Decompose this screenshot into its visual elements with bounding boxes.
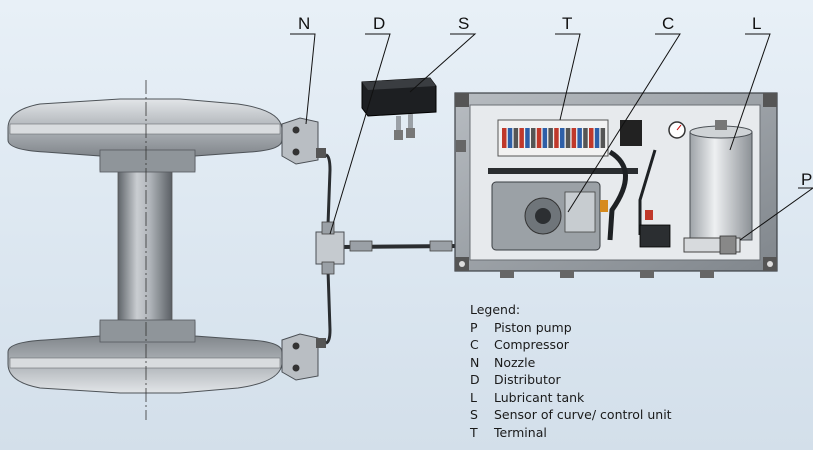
terminal-clamp xyxy=(554,128,559,148)
legend-key: S xyxy=(470,407,478,422)
legend-label: Compressor xyxy=(494,337,569,352)
internal-fittings xyxy=(456,120,671,248)
legend-label: Sensor of curve/ control unit xyxy=(494,407,672,422)
terminal-clamp xyxy=(536,128,542,148)
pressure-gauge xyxy=(668,121,686,139)
legend-label: Nozzle xyxy=(494,354,536,370)
terminal-clamp xyxy=(560,128,565,148)
legend-label: Distributor xyxy=(494,372,561,387)
terminal-clamp xyxy=(507,128,513,148)
terminal-clamp xyxy=(589,128,594,148)
nozzle-upper xyxy=(281,117,326,165)
callout-t: T xyxy=(562,14,573,33)
callout-p: P xyxy=(801,170,813,189)
compressor xyxy=(491,181,601,251)
callout-d: D xyxy=(373,14,386,33)
lubricant-tank xyxy=(689,120,753,241)
terminal-clamp xyxy=(594,128,600,148)
legend-item: L Lubricant tank xyxy=(470,389,672,407)
legend-label: Piston pump xyxy=(494,319,572,335)
legend-title: Legend: xyxy=(470,302,521,317)
legend-item: S Sensor of curve/ control unit xyxy=(470,406,672,424)
lower-wheel xyxy=(7,319,283,394)
legend-key: D xyxy=(470,372,480,387)
wheelset xyxy=(7,80,283,420)
legend-label: Lubricant tank xyxy=(494,389,585,405)
terminal-clamp xyxy=(600,128,606,148)
legend-item: C Compressor xyxy=(470,336,672,354)
terminal-clamp xyxy=(542,128,548,148)
terminal-clamp xyxy=(548,128,553,148)
terminal-clamp xyxy=(571,128,577,148)
legend-key: C xyxy=(470,337,479,352)
terminal-clamp xyxy=(531,128,536,148)
legend-key: N xyxy=(470,354,480,370)
upper-wheel xyxy=(7,98,283,173)
terminal-block xyxy=(497,119,609,157)
legend-key: P xyxy=(470,319,478,335)
legend-key: T xyxy=(470,424,478,440)
terminal-clamp xyxy=(519,128,524,148)
callout-l: L xyxy=(752,14,762,33)
legend: Legend: P Piston pump C Compressor N Nozzle… xyxy=(470,301,672,441)
callout-c: C xyxy=(662,14,675,33)
piston-pump xyxy=(683,235,741,255)
legend-key: L xyxy=(470,389,477,405)
legend-item: N Nozzle xyxy=(470,354,672,372)
callout-n: N xyxy=(298,14,311,33)
nozzle-lower xyxy=(281,333,326,381)
distributor xyxy=(315,221,345,275)
legend-item: T Terminal xyxy=(470,424,672,442)
legend-label: Terminal xyxy=(494,424,547,440)
terminal-clamp xyxy=(577,128,582,148)
callout-s: S xyxy=(458,14,470,33)
terminal-clamp xyxy=(583,128,588,148)
terminal-clamp xyxy=(565,128,571,148)
terminal-clamp xyxy=(513,128,519,148)
legend-item: D Distributor xyxy=(470,371,672,389)
leader-lines xyxy=(290,33,813,241)
hoses xyxy=(325,153,461,345)
terminal-clamp xyxy=(525,128,530,148)
terminal-clamp xyxy=(502,128,507,148)
legend-item: P Piston pump xyxy=(470,319,672,337)
sensor-control-unit xyxy=(361,77,437,140)
